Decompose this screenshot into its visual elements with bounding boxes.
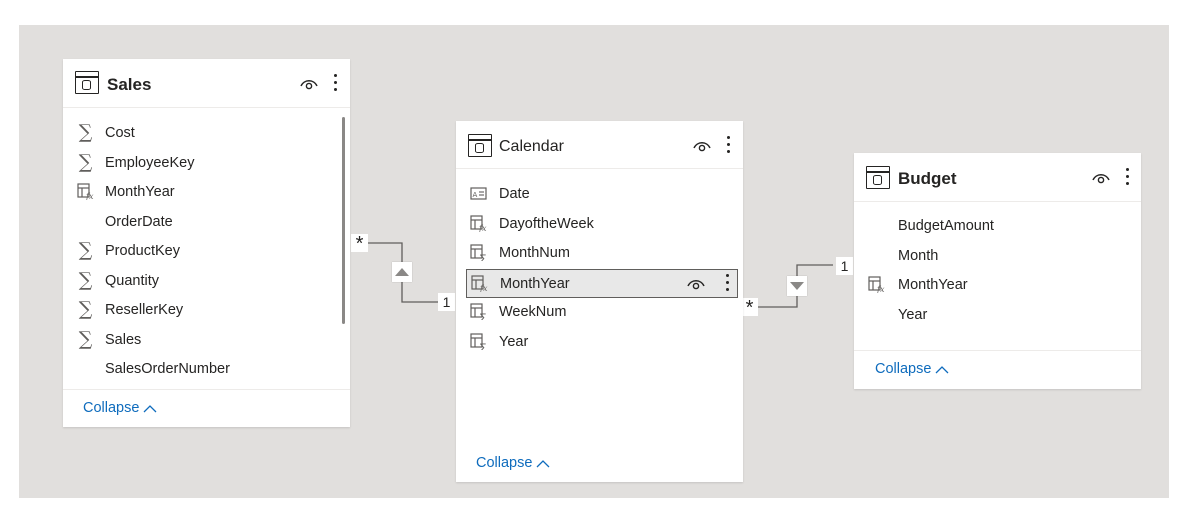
field-row[interactable]: ∑ Quantity xyxy=(63,267,350,296)
svg-text:∑: ∑ xyxy=(480,313,486,320)
sigma-icon: ∑ xyxy=(78,121,93,143)
field-row[interactable]: Year xyxy=(854,301,1141,330)
cardinality-one-label: 1 xyxy=(836,257,853,275)
table-icon xyxy=(75,71,99,94)
field-row[interactable]: OrderDate xyxy=(63,208,350,237)
field-row[interactable]: fx MonthYear xyxy=(854,271,1141,300)
cardinality-one-label: 1 xyxy=(438,293,455,311)
field-row[interactable]: SalesOrderNumber xyxy=(63,355,350,384)
field-row[interactable]: fx MonthYear xyxy=(466,268,738,298)
sigma-icon: ∑ xyxy=(78,239,93,261)
field-label: ProductKey xyxy=(105,243,180,259)
sigma-icon: ∑ xyxy=(78,268,93,291)
field-label: Month xyxy=(898,247,939,264)
eye-icon[interactable] xyxy=(693,139,711,153)
eye-icon[interactable] xyxy=(687,277,705,291)
calculated-column-icon: fx xyxy=(868,276,885,293)
divider xyxy=(854,350,1141,351)
calculated-sum-column-icon: ∑ xyxy=(470,244,487,261)
filter-direction-up-arrow-icon[interactable] xyxy=(392,262,412,282)
collapse-button[interactable]: Collapse xyxy=(875,361,949,377)
field-label: ResellerKey xyxy=(105,302,184,318)
table-header[interactable]: Sales xyxy=(63,59,350,108)
svg-text:fx: fx xyxy=(478,224,487,232)
field-label: Cost xyxy=(105,125,135,141)
field-label: MonthYear xyxy=(500,275,570,292)
scrollbar[interactable] xyxy=(342,117,345,324)
field-label: Year xyxy=(499,333,529,350)
table-title: Budget xyxy=(898,169,957,188)
field-label: BudgetAmount xyxy=(898,218,994,234)
svg-text:A: A xyxy=(473,191,478,199)
cardinality-many-label: * xyxy=(741,298,758,318)
field-label: MonthYear xyxy=(105,184,175,200)
field-row[interactable]: Month xyxy=(854,242,1141,271)
field-row[interactable]: ∑ MonthNum xyxy=(456,239,743,268)
svg-text:fx: fx xyxy=(479,284,488,292)
calculated-column-icon: fx xyxy=(471,274,488,292)
chevron-up-icon xyxy=(935,362,949,376)
field-row[interactable]: ∑ Sales xyxy=(63,326,350,355)
field-row[interactable]: BudgetAmount xyxy=(854,212,1141,241)
collapse-label: Collapse xyxy=(476,455,533,471)
field-label: WeekNum xyxy=(499,304,567,320)
field-label: DayoftheWeek xyxy=(499,215,594,232)
table-header[interactable]: Calendar xyxy=(456,121,743,169)
collapse-button[interactable]: Collapse xyxy=(83,400,157,416)
more-options-icon[interactable] xyxy=(1126,168,1130,188)
calculated-column-icon: fx xyxy=(77,183,94,200)
svg-text:∑: ∑ xyxy=(480,343,486,350)
svg-text:fx: fx xyxy=(876,285,885,293)
field-row[interactable]: ∑ ResellerKey xyxy=(63,296,350,325)
collapse-label: Collapse xyxy=(83,400,140,416)
field-row[interactable]: ∑ EmployeeKey xyxy=(63,149,350,178)
svg-text:fx: fx xyxy=(85,192,94,200)
divider xyxy=(63,389,350,390)
field-row[interactable]: ∑ Year xyxy=(456,328,743,357)
field-row[interactable]: fx DayoftheWeek xyxy=(456,210,743,239)
field-label: MonthYear xyxy=(898,277,968,293)
more-options-icon[interactable] xyxy=(726,273,730,294)
table-icon xyxy=(866,166,890,189)
sigma-icon: ∑ xyxy=(78,327,93,350)
eye-icon[interactable] xyxy=(1092,171,1110,185)
table-header[interactable]: Budget xyxy=(854,153,1141,202)
field-label: Quantity xyxy=(105,272,159,289)
svg-text:∑: ∑ xyxy=(480,254,486,261)
chevron-up-icon xyxy=(143,401,157,415)
sigma-icon: ∑ xyxy=(78,150,93,173)
table-title: Calendar xyxy=(499,138,564,155)
eye-icon[interactable] xyxy=(300,77,318,91)
field-label: Year xyxy=(898,306,928,323)
filter-direction-down-arrow-icon[interactable] xyxy=(787,276,807,296)
field-label: EmployeeKey xyxy=(105,154,195,171)
field-label: OrderDate xyxy=(105,213,173,230)
cardinality-many-label: * xyxy=(351,234,368,254)
table-title: Sales xyxy=(107,75,152,94)
field-row[interactable]: ∑ WeekNum xyxy=(456,298,743,327)
field-row[interactable]: ∑ ProductKey xyxy=(63,237,350,266)
calculated-column-icon: fx xyxy=(470,214,487,232)
more-options-icon[interactable] xyxy=(334,74,338,94)
field-label: SalesOrderNumber xyxy=(105,361,230,377)
field-row[interactable]: A Date xyxy=(456,180,743,209)
field-row[interactable]: ∑ Cost xyxy=(63,119,350,148)
sigma-icon: ∑ xyxy=(78,298,93,320)
field-label: Date xyxy=(499,186,530,202)
collapse-button[interactable]: Collapse xyxy=(476,455,550,471)
chevron-up-icon xyxy=(536,456,550,470)
table-icon xyxy=(468,134,492,157)
field-row[interactable]: fx MonthYear xyxy=(63,178,350,207)
field-label: MonthNum xyxy=(499,245,570,261)
field-label: Sales xyxy=(105,331,142,348)
text-field-icon: A xyxy=(470,185,487,202)
calculated-sum-column-icon: ∑ xyxy=(470,303,487,320)
calculated-sum-column-icon: ∑ xyxy=(470,332,487,350)
collapse-label: Collapse xyxy=(875,361,932,377)
more-options-icon[interactable] xyxy=(727,136,731,156)
